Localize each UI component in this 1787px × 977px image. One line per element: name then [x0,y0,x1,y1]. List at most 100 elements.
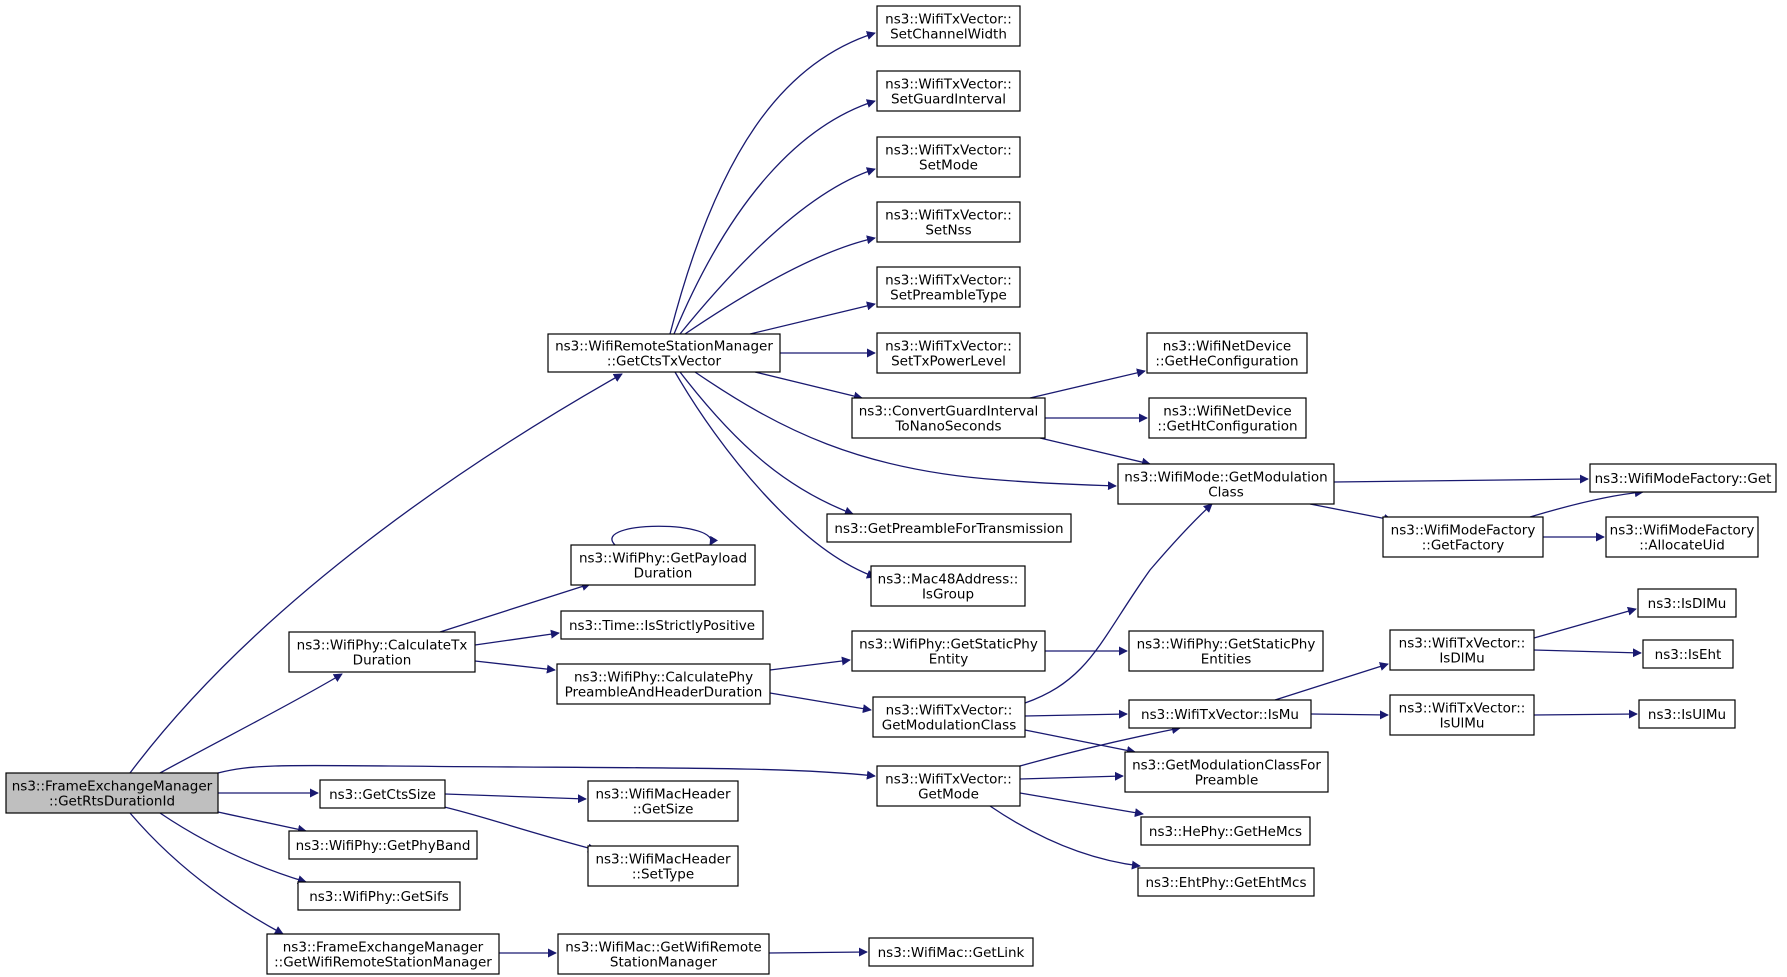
node-get-phy-band[interactable]: ns3::WifiPhy::GetPhyBand [288,830,478,860]
node-root[interactable]: ns3::FrameExchangeManager::GetRtsDuratio… [5,772,219,814]
node-box [826,513,1072,543]
node-set-guard-interval[interactable]: ns3::WifiTxVector::SetGuardInterval [876,70,1021,112]
node-label-line: ns3::WifiPhy::GetStaticPhy [859,637,1038,653]
node-label-line: ns3::WifiTxVector::IsMu [1141,707,1299,723]
node-label-line: ns3::WifiTxVector:: [885,339,1012,355]
node-label-line: ::GetWifiRemoteStationManager [274,955,492,971]
node-get-sifs[interactable]: ns3::WifiPhy::GetSifs [297,881,461,911]
edge-convertGuardInterval-to-modeGetModulationClass [1039,437,1151,467]
node-box [587,845,739,887]
node-set-tx-power-level[interactable]: ns3::WifiTxVector::SetTxPowerLevel [876,332,1021,374]
edge-root-to-getSifs [159,812,307,884]
node-label-line: ns3::WifiTxVector:: [886,703,1013,719]
node-label-line: ns3::IsUlMu [1648,707,1726,723]
node-label-line: ns3::GetModulationClassFor [1132,758,1321,774]
node-box [876,266,1021,308]
node-mode-get-modulation-class[interactable]: ns3::WifiMode::GetModulationClass [1117,463,1335,505]
node-set-mode[interactable]: ns3::WifiTxVector::SetMode [876,136,1021,178]
node-label-line: IsGroup [922,587,974,603]
node-txv-get-modulation-class[interactable]: ns3::WifiTxVector::GetModulationClass [872,696,1026,738]
node-factory-get[interactable]: ns3::WifiModeFactory::Get [1589,463,1777,493]
node-box [876,136,1021,178]
node-get-cts-size[interactable]: ns3::GetCtsSize [319,779,446,809]
node-mac-header-get-size[interactable]: ns3::WifiMacHeader::GetSize [587,780,739,822]
node-is-ul-mu[interactable]: ns3::IsUlMu [1638,699,1736,729]
edge-root-to-getPhyBand [217,811,307,834]
node-label-line: Duration [353,653,412,669]
node-box [1389,694,1535,736]
node-allocate-uid[interactable]: ns3::WifiModeFactory::AllocateUid [1605,516,1759,558]
node-is-mu[interactable]: ns3::WifiTxVector::IsMu [1128,699,1312,729]
edge-calculateTxDuration-to-isStrictlyPositive [474,629,560,646]
node-label-line: ns3::WifiMacHeader [595,852,731,868]
node-label-line: ns3::FrameExchangeManager [283,940,484,956]
node-set-channel-width[interactable]: ns3::WifiTxVector::SetChannelWidth [876,5,1021,47]
edge-modeGetModulationClass-to-getFactory [1309,503,1393,523]
node-box [876,5,1021,47]
node-is-dl-mu[interactable]: ns3::IsDlMu [1637,588,1737,618]
node-txv-get-mode[interactable]: ns3::WifiTxVector::GetMode [876,765,1021,807]
edge-getCtsTxVector-to-setGuardInterval [673,99,876,335]
edge-getCtsSize-to-macHeaderSetType [439,805,597,853]
edge-txvIsDlMu-to-isDlMu [1533,606,1637,639]
node-get-link[interactable]: ns3::WifiMac::GetLink [868,937,1034,967]
edge-txvIsUlMu-to-isUlMu [1533,709,1638,719]
edge-txvGetMode-to-getModulationClassForPreamble [1019,771,1124,781]
node-label-line: ns3::WifiPhy::GetStaticPhy [1137,637,1316,653]
edge-getPayloadDuration-to-getPayloadDuration [611,525,719,546]
node-is-strictly-positive[interactable]: ns3::Time::IsStrictlyPositive [560,610,764,640]
node-mac-header-set-type[interactable]: ns3::WifiMacHeader::SetType [587,845,739,887]
node-get-cts-tx-vector[interactable]: ns3::WifiRemoteStationManager::GetCtsTxV… [547,333,781,373]
node-txv-is-dl-mu[interactable]: ns3::WifiTxVector::IsDlMu [1389,629,1535,671]
node-calculate-phy-preamble[interactable]: ns3::WifiPhy::CalculatePhyPreambleAndHea… [556,663,771,705]
node-get-factory[interactable]: ns3::WifiModeFactory::GetFactory [1382,516,1544,558]
node-label-line: Preamble [1195,773,1259,789]
node-label-line: Class [1208,485,1244,501]
node-txv-is-ul-mu[interactable]: ns3::WifiTxVector::IsUlMu [1389,694,1535,736]
node-label-line: ::AllocateUid [1639,538,1725,554]
node-get-wifi-remote-station-manager[interactable]: ns3::FrameExchangeManager::GetWifiRemote… [266,933,500,975]
node-label-line: SetGuardInterval [891,92,1006,108]
node-box [1605,516,1759,558]
node-label-line: ns3::WifiPhy::GetPayload [579,551,747,567]
edge-getCtsSize-to-macHeaderGetSize [444,793,587,804]
node-box [288,631,476,673]
node-set-preamble-type[interactable]: ns3::WifiTxVector::SetPreambleType [876,266,1021,308]
node-label-line: ns3::WifiMacHeader [595,787,731,803]
node-box [1128,699,1312,729]
node-label-line: ns3::WifiNetDevice [1163,339,1291,355]
node-get-he-configuration[interactable]: ns3::WifiNetDevice::GetHeConfiguration [1146,332,1308,374]
node-label-line: ::GetSize [633,802,694,818]
edge-isMu-to-txvIsDlMu [1274,662,1389,701]
edge-txvGetMode-to-getEhtMcs [989,805,1141,870]
function-nodes: ns3::FrameExchangeManager::GetRtsDuratio… [5,5,1777,975]
node-box [266,933,500,975]
node-label-line: ns3::Time::IsStrictlyPositive [569,618,755,634]
node-label-line: ns3::GetPreambleForTransmission [834,521,1063,537]
node-get-eht-mcs[interactable]: ns3::EhtPhy::GetEhtMcs [1137,867,1315,897]
node-mac-get-wifi-remote-station-manager[interactable]: ns3::WifiMac::GetWifiRemoteStationManage… [557,933,770,975]
node-label-line: ns3::WifiTxVector:: [885,208,1012,224]
node-is-eht[interactable]: ns3::IsEht [1642,639,1734,669]
node-label-line: ns3::WifiMac::GetWifiRemote [565,940,761,956]
edge-macGetWifiRemoteStationManager-to-getLink [768,947,868,957]
node-is-group[interactable]: ns3::Mac48Address::IsGroup [870,565,1026,607]
node-get-preamble-for-transmission[interactable]: ns3::GetPreambleForTransmission [826,513,1072,543]
node-set-nss[interactable]: ns3::WifiTxVector::SetNss [876,201,1021,243]
node-box [876,201,1021,243]
node-get-ht-configuration[interactable]: ns3::WifiNetDevice::GetHtConfiguration [1148,397,1307,439]
node-box [1117,463,1335,505]
node-get-he-mcs[interactable]: ns3::HePhy::GetHeMcs [1140,816,1311,846]
node-box [560,610,764,640]
node-label-line: ns3::IsDlMu [1648,596,1727,612]
edge-root-to-txvGetMode [217,764,876,780]
node-label-line: ns3::WifiTxVector:: [885,273,1012,289]
node-label-line: PreambleAndHeaderDuration [565,685,763,701]
